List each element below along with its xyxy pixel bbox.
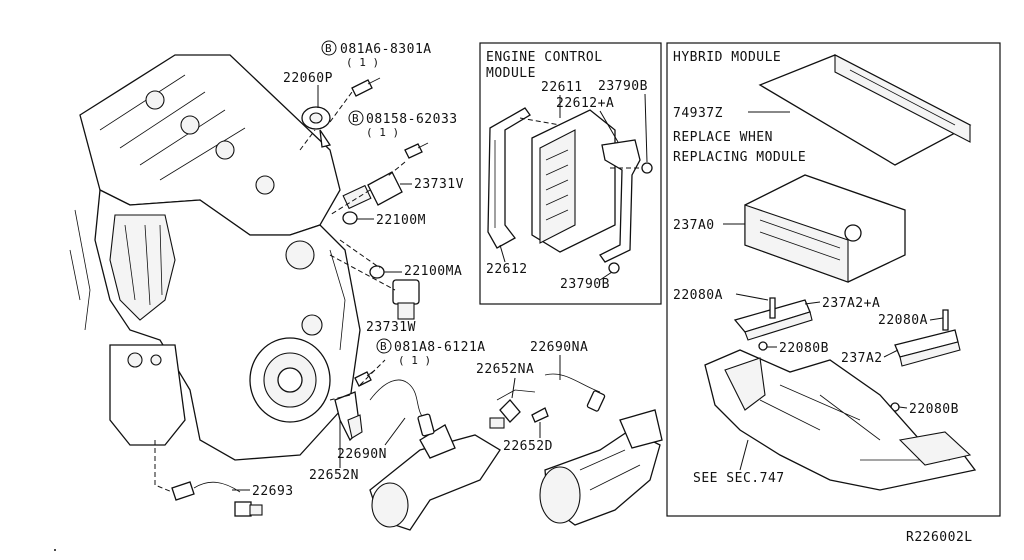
bolt-prefix-2: B: [352, 112, 359, 125]
exhaust-front-pipe: [369, 424, 501, 531]
bolt-icon: [531, 407, 549, 423]
bolt-prefix-1: B: [325, 42, 332, 55]
label-22612A: 22612+A: [556, 96, 614, 111]
hybrid-title: HYBRID MODULE: [673, 50, 781, 65]
bolt-qty-3: ( 1 ): [398, 354, 431, 367]
ecm-title-line2: MODULE: [486, 66, 536, 81]
bolt-icon: [404, 142, 429, 159]
engine-illustration: [69, 54, 361, 461]
sheet-code: R226002L: [906, 530, 973, 545]
label-22080B-left: 22080B: [779, 341, 829, 356]
label-23790B-top: 23790B: [598, 79, 648, 94]
hybrid-note-line1: REPLACE WHEN: [673, 130, 773, 145]
bolt-qty-2: ( 1 ): [366, 126, 399, 139]
label-22612: 22612: [486, 262, 528, 277]
bolt-code-1: 081A6-8301A: [340, 42, 432, 57]
bolt-code-3: 081A8-6121A: [394, 340, 486, 355]
label-22652D: 22652D: [503, 439, 553, 454]
oxygen-sensor-22690NA: [544, 373, 606, 412]
see-section-ref: SEE SEC.747: [693, 471, 785, 486]
oring-22100MA: [369, 265, 385, 279]
bolt-ref-1: B 081A6-8301A ( 1 ): [321, 40, 432, 69]
bolt-ref-2: B 08158-62033 ( 1 ): [348, 110, 458, 139]
hybrid-note-line2: REPLACING MODULE: [673, 150, 806, 165]
label-22060P: 22060P: [283, 71, 333, 86]
label-22652N: 22652N: [309, 468, 359, 483]
cam-sensor-lower: [392, 279, 420, 320]
hybrid-bracket-rear: [894, 329, 961, 367]
screw-icon: [942, 309, 949, 331]
label-22652NA: 22652NA: [476, 362, 534, 377]
hybrid-mounting-tray: [704, 349, 977, 491]
hybrid-control-unit: [744, 174, 906, 466]
exhaust-catalytic-converter: [539, 409, 663, 526]
hybrid-section-box: [666, 42, 1001, 517]
ecm-bracket-right: [599, 139, 641, 263]
label-23731V: 23731V: [414, 177, 464, 192]
harness-clip-22652NA: [489, 389, 536, 429]
ecm-unit: [531, 109, 616, 253]
oxygen-sensor-22693: [171, 481, 263, 517]
cam-sensor-upper: [342, 171, 403, 210]
protective-cover: [758, 54, 972, 166]
ecm-title-line1: ENGINE CONTROL: [486, 50, 603, 65]
bolt-prefix-3: B: [380, 340, 387, 353]
label-237A2A: 237A2+A: [822, 296, 880, 311]
knock-sensor: [301, 106, 332, 148]
ecm-title: ENGINE CONTROL MODULE: [486, 50, 603, 81]
label-237A2: 237A2: [841, 351, 883, 366]
bolt-qty-1: ( 1 ): [346, 56, 379, 69]
label-23731W: 23731W: [366, 320, 416, 335]
label-22611: 22611: [541, 80, 583, 95]
ecm-section-box: [479, 42, 662, 305]
ecm-bracket: [487, 107, 531, 249]
label-74937Z: 74937Z: [673, 106, 723, 121]
label-22080A-right: 22080A: [878, 313, 928, 328]
nut-icon: [608, 262, 620, 274]
label-22100M: 22100M: [376, 213, 426, 228]
label-22080B-right: 22080B: [909, 402, 959, 417]
screw-icon: [769, 297, 776, 319]
bolt-ref-3: B 081A8-6121A ( 1 ): [376, 338, 486, 367]
oring-22100M: [342, 211, 358, 225]
label-22080A-left: 22080A: [673, 288, 723, 303]
label-23790B-bot: 23790B: [560, 277, 610, 292]
label-237A0: 237A0: [673, 218, 715, 233]
nut-icon: [641, 162, 653, 174]
label-22690NA: 22690NA: [530, 340, 588, 355]
oxygen-sensor-22690N: [369, 379, 435, 437]
label-22690N: 22690N: [337, 447, 387, 462]
label-22100MA: 22100MA: [404, 264, 462, 279]
harness-clip-22652N: [334, 391, 363, 442]
label-22693: 22693: [252, 484, 294, 499]
bolt-icon: [351, 77, 381, 97]
bolt-code-2: 08158-62033: [366, 112, 458, 127]
nut-icon: [758, 341, 768, 351]
